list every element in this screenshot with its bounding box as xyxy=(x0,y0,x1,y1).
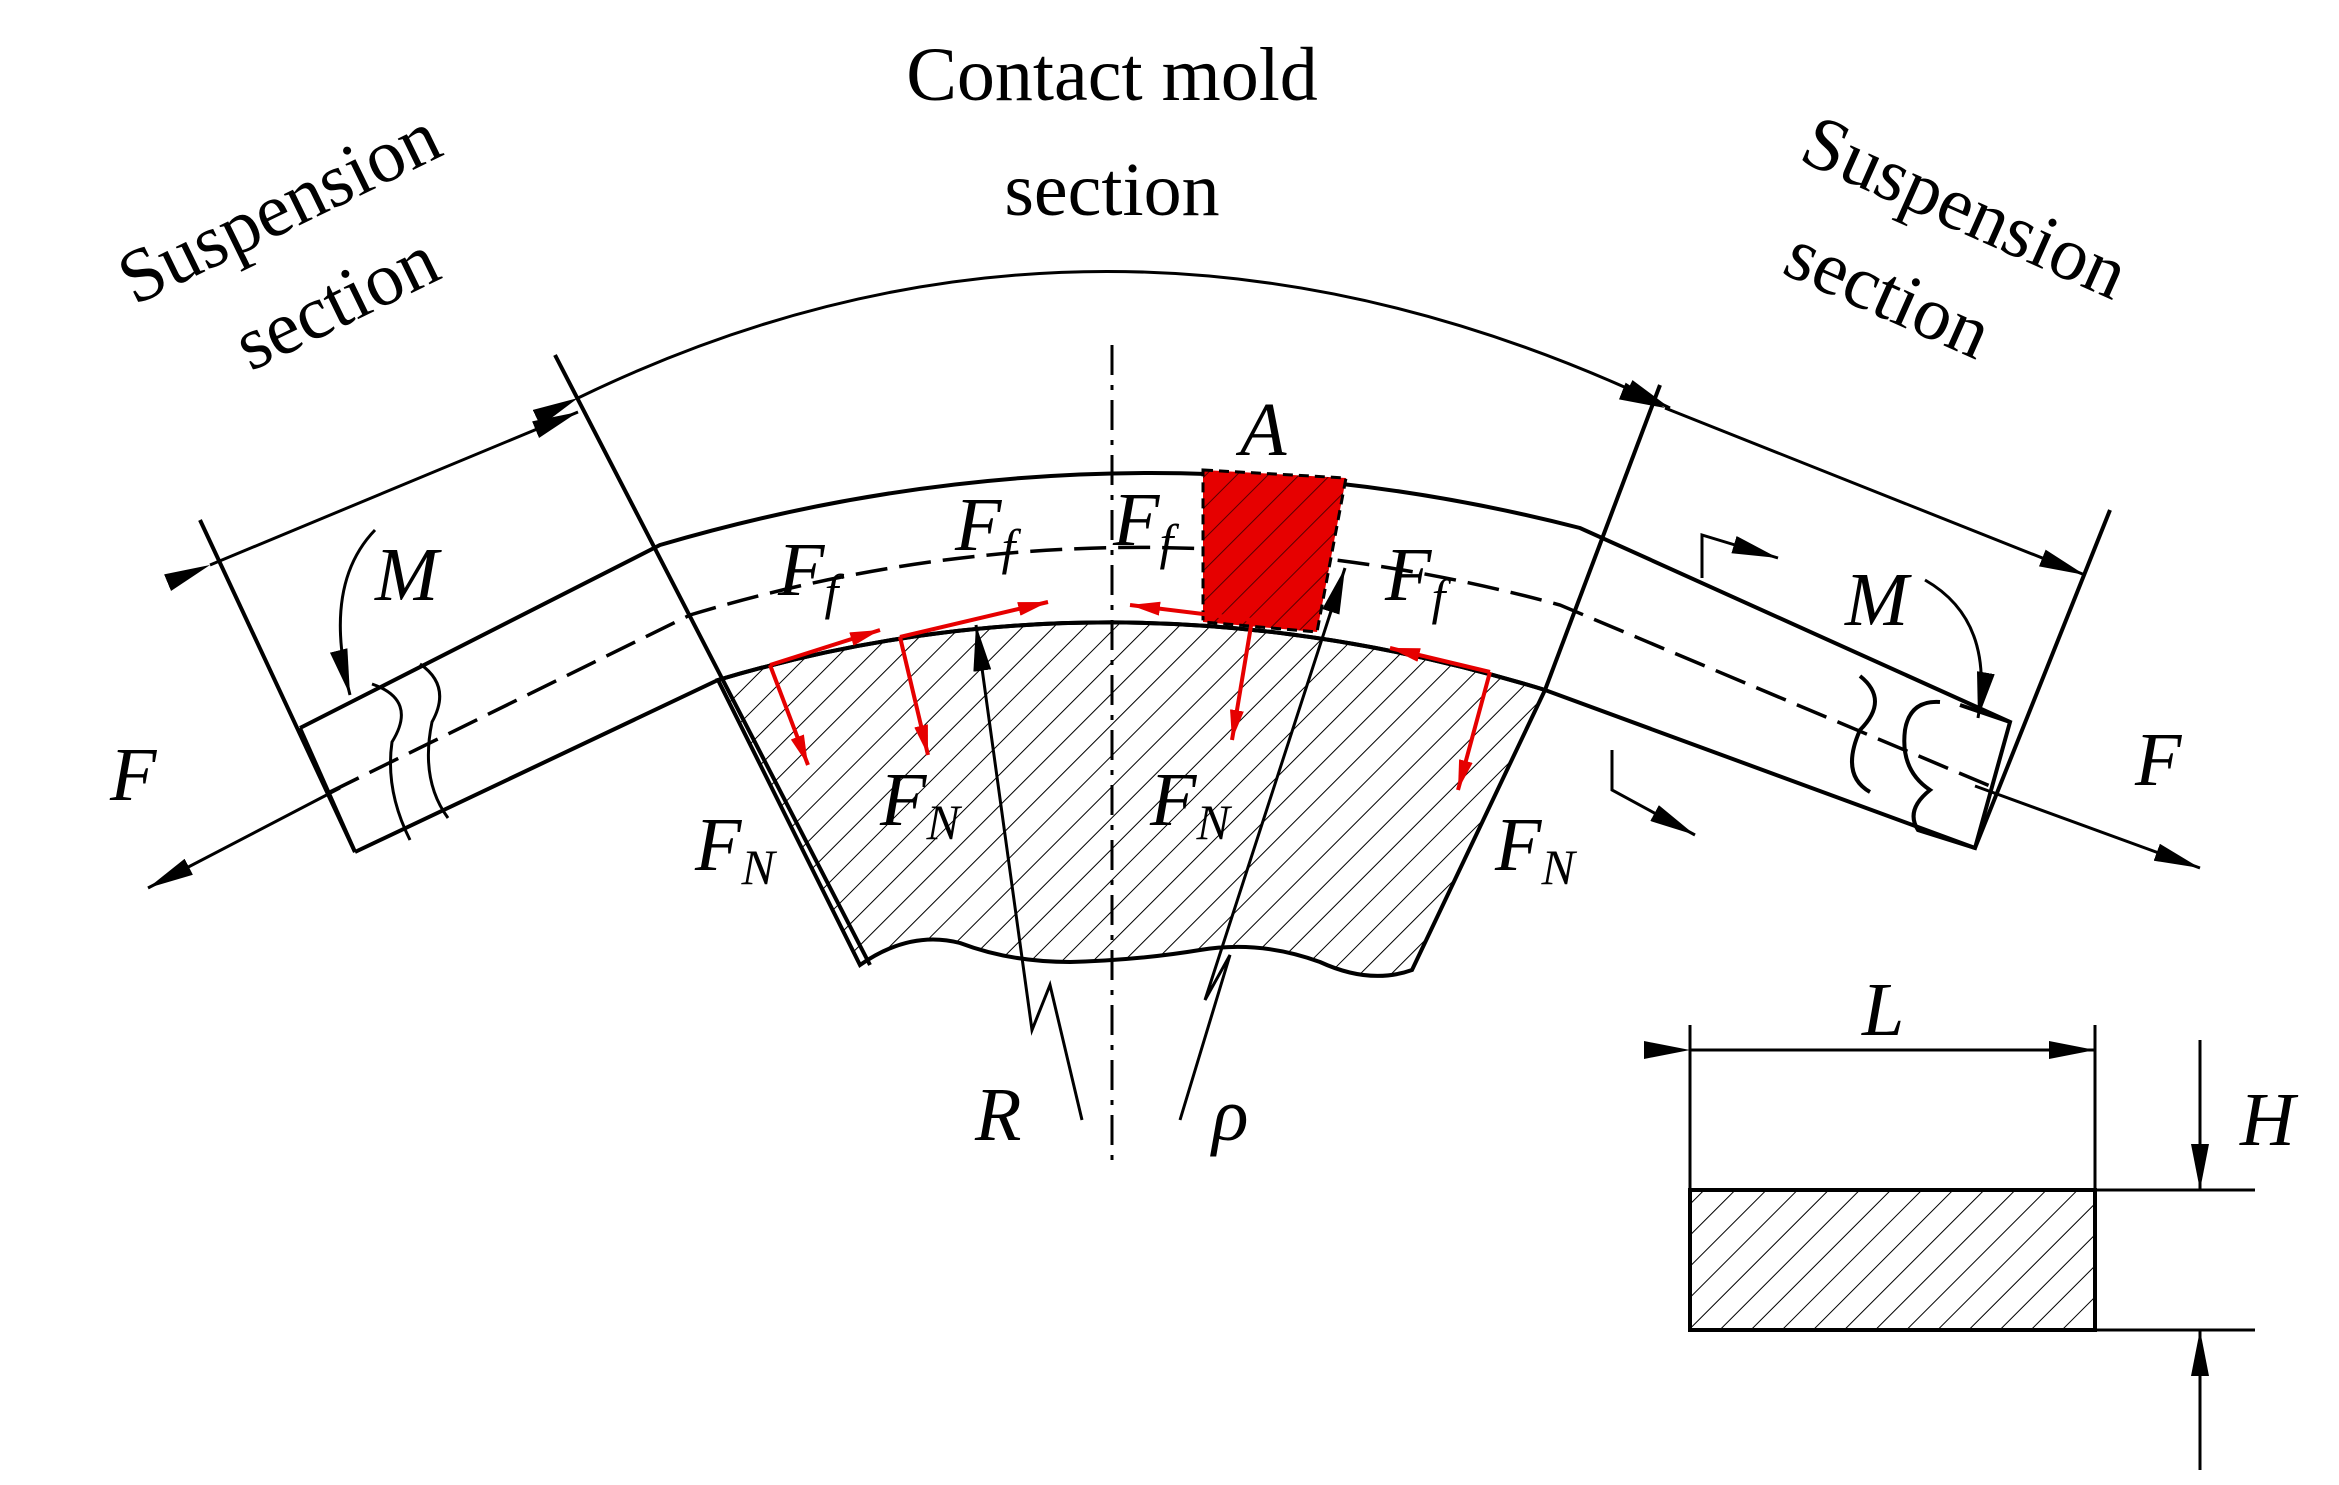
friction-label-2: Ff xyxy=(954,483,1021,575)
strip-right-break xyxy=(1850,674,2013,851)
width-l-label: L xyxy=(1861,968,1904,1052)
element-a xyxy=(1201,468,1348,634)
normal-force-arrow xyxy=(1230,619,1254,741)
contact-mold-dimension-arc xyxy=(532,269,1671,427)
neutral-layer xyxy=(329,545,1991,794)
force-f-left-arrow xyxy=(147,786,341,890)
suspension-right-dimension xyxy=(1618,382,2086,577)
section-cut-mark-bottom xyxy=(1610,750,1696,837)
friction-label-4: Ff xyxy=(1384,533,1451,625)
friction-force-arrow xyxy=(1389,646,1491,674)
force-f-right-label: F xyxy=(2134,718,2183,802)
red-force-vectors xyxy=(768,600,1492,791)
section-line-left-outer xyxy=(198,519,357,853)
section-line-right-inner xyxy=(1543,384,1662,691)
moment-m-left-arrow xyxy=(329,528,377,696)
normal-label-2: FN xyxy=(879,758,962,850)
radius-r-line xyxy=(973,624,1084,1121)
height-h-label: H xyxy=(2239,1078,2299,1162)
strip-top-edge xyxy=(299,471,2011,730)
section-cut-mark-top xyxy=(1700,532,1779,578)
contact-mold-label-line1: Contact mold xyxy=(906,33,1318,117)
friction-force-arrow xyxy=(899,600,1049,639)
normal-force-arrow xyxy=(768,664,810,766)
radius-rho-label: ρ xyxy=(1210,1073,1248,1157)
radius-r-label: R xyxy=(974,1073,1021,1157)
friction-force-arrow xyxy=(769,628,881,667)
cross-section-rect xyxy=(1688,1188,2097,1332)
normal-force-arrow xyxy=(1456,671,1492,791)
section-line-right-outer xyxy=(1973,509,2112,849)
suspension-left-dimension xyxy=(164,410,579,591)
radius-rho-line xyxy=(1178,567,1347,1121)
friction-label-3: Ff xyxy=(1112,478,1179,570)
normal-label-1: FN xyxy=(694,803,777,895)
friction-label-1: Ff xyxy=(777,528,844,620)
strip-left-break-2 xyxy=(419,662,450,819)
normal-label-4: FN xyxy=(1494,803,1577,895)
normal-label-3: FN xyxy=(1149,758,1232,850)
strip-left-break-1 xyxy=(371,682,412,841)
section-line-left-inner xyxy=(553,354,872,966)
contact-mold-label-line2: section xyxy=(1004,148,1219,232)
force-f-right-arrow xyxy=(1974,784,2201,870)
point-a-label: A xyxy=(1235,388,1287,472)
moment-m-right-label: M xyxy=(1844,558,1912,642)
friction-force-arrow xyxy=(1129,601,1253,622)
moment-m-right-arrow xyxy=(1924,578,1995,719)
moment-m-left-label: M xyxy=(374,533,442,617)
die-block xyxy=(715,620,1548,978)
normal-force-arrow xyxy=(898,636,930,756)
force-f-left-label: F xyxy=(109,733,158,817)
